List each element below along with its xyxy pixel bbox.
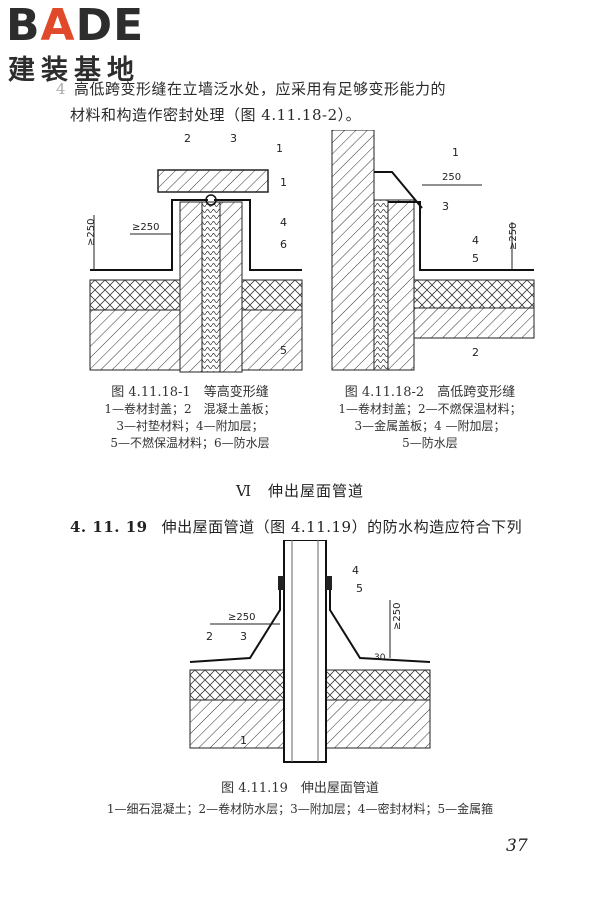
fig3-dim-vertical: ≥250 xyxy=(392,603,403,630)
logo-brand-text: BADE xyxy=(6,0,144,51)
figure-4-11-18-2: 250 ≥250 1 3 4 5 2 xyxy=(331,130,535,371)
figure2-legend-line: 3—金属盖板；4 —附加层； xyxy=(354,419,506,433)
fig3-label: 5 xyxy=(356,582,363,595)
clause-text: 伸出屋面管道（图 4.11.19）的防水构造应符合下列 xyxy=(161,518,523,536)
fig3-dim-250: ≥250 xyxy=(228,612,255,623)
fig2-label: 2 xyxy=(472,346,479,359)
fig1-label: 1 xyxy=(280,176,287,189)
fig3-dim-30: 30 xyxy=(374,653,386,663)
pipe-membrane-right xyxy=(329,580,431,663)
fig3-label: 2 xyxy=(206,630,213,643)
backer-rod xyxy=(205,194,217,206)
fig2-membrane xyxy=(388,201,534,271)
logo-letter: D xyxy=(75,0,114,51)
logo-brand: BADE xyxy=(6,4,144,48)
low-wall xyxy=(387,199,415,371)
page-number: 37 xyxy=(506,836,528,856)
fig1-label: 6 xyxy=(280,238,287,251)
logo-letter: B xyxy=(6,0,41,51)
membrane-left xyxy=(90,199,208,271)
figure2-title: 图 4.11.18-2 高低跨变形缝 xyxy=(344,385,516,400)
concrete-cover-board xyxy=(157,169,269,193)
right-slab xyxy=(241,279,303,311)
metal-hoop xyxy=(278,576,284,590)
left-wall xyxy=(179,201,203,373)
metal-hoop-right xyxy=(326,576,332,590)
section-heading: Ⅵ 伸出屋面管道 xyxy=(235,482,365,500)
figure1-title: 图 4.11.18-1 等高变形缝 xyxy=(111,385,269,400)
fig2-label: 3 xyxy=(442,200,449,213)
left-slab xyxy=(89,279,181,311)
clause-number: 4. 11. 19 xyxy=(70,518,148,536)
figure-4-11-18-1: ≥250 ≥250 2 3 1 1 4 6 5 xyxy=(86,132,303,373)
fig3-label: 3 xyxy=(240,630,247,643)
logo-letter: A xyxy=(40,0,76,51)
figure2-legend-line: 1—卷材封盖；2—不燃保温材料； xyxy=(338,402,522,416)
fig1-dim-250: ≥250 xyxy=(132,222,159,233)
joint-insulation xyxy=(373,199,389,371)
figure1-legend-line: 3—衬垫材料；4—附加层； xyxy=(116,419,264,433)
fig2-label: 5 xyxy=(472,252,479,265)
fig1-label: 5 xyxy=(280,344,287,357)
fig1-dim-vertical: ≥250 xyxy=(86,219,97,246)
figure1-legend-line: 1—卷材封盖；2 混凝土盖板； xyxy=(104,402,276,416)
figure3-legend: 1—细石混凝土；2—卷材防水层；3—附加层；4—密封材料；5—金属箍 xyxy=(106,802,494,816)
clause-4-11-19: 4. 11. 19 伸出屋面管道（图 4.11.19）的防水构造应符合下列 xyxy=(70,516,570,537)
right-wall xyxy=(219,201,243,373)
fig2-dim-vertical: ≥250 xyxy=(508,223,519,250)
fig1-label: 4 xyxy=(280,216,287,229)
fig1-label: 3 xyxy=(230,132,237,145)
figure1-legend-line: 5—不燃保温材料；6—防水层 xyxy=(110,436,270,450)
fig2-dim-250: 250 xyxy=(442,172,461,183)
bade-logo: BADE 建装基地 xyxy=(6,4,176,90)
pipe xyxy=(283,540,327,763)
fig2-label: 1 xyxy=(452,146,459,159)
figure2-caption: 图 4.11.18-2 高低跨变形缝 1—卷材封盖；2—不燃保温材料； 3—金属… xyxy=(320,384,540,452)
joint-filler xyxy=(201,201,221,373)
fig1-label: 2 xyxy=(184,132,191,145)
low-roof-insulation xyxy=(413,279,535,309)
fig1-label: 1 xyxy=(276,142,283,155)
figure1-caption: 图 4.11.18-1 等高变形缝 1—卷材封盖；2 混凝土盖板； 3—衬垫材料… xyxy=(80,384,300,452)
paragraph-prefix: 4 xyxy=(56,80,67,98)
low-roof-structure xyxy=(413,307,535,339)
logo-subtitle: 建装基地 xyxy=(8,55,140,86)
paragraph-line-2: 材料和构造作密封处理（图 4.11.18-2）。 xyxy=(70,106,362,124)
fig2-label: 4 xyxy=(472,234,479,247)
fig3-label: 4 xyxy=(352,564,359,577)
fig3-label: 1 xyxy=(240,734,247,747)
figure3-title: 图 4.11.19 伸出屋面管道 xyxy=(221,781,379,796)
figure3-caption: 图 4.11.19 伸出屋面管道 1—细石混凝土；2—卷材防水层；3—附加层；4… xyxy=(60,780,540,818)
paragraph-text: 高低跨变形缝在立墙泛水处，应采用有足够变形能力的 xyxy=(74,80,447,98)
logo-letter: E xyxy=(113,0,145,51)
paragraph-line-1: 4 高低跨变形缝在立墙泛水处，应采用有足够变形能力的 xyxy=(56,76,560,102)
figure-4-11-19: ≥250 ≥250 30 4 5 2 3 1 xyxy=(189,540,431,763)
pipe-membrane-left xyxy=(189,580,281,663)
left-structure xyxy=(89,309,181,371)
high-wall xyxy=(331,130,375,371)
metal-cover xyxy=(374,171,423,209)
right-structure xyxy=(241,309,303,371)
membrane-right xyxy=(214,199,302,271)
figure2-legend-line: 5—防水层 xyxy=(402,436,458,450)
